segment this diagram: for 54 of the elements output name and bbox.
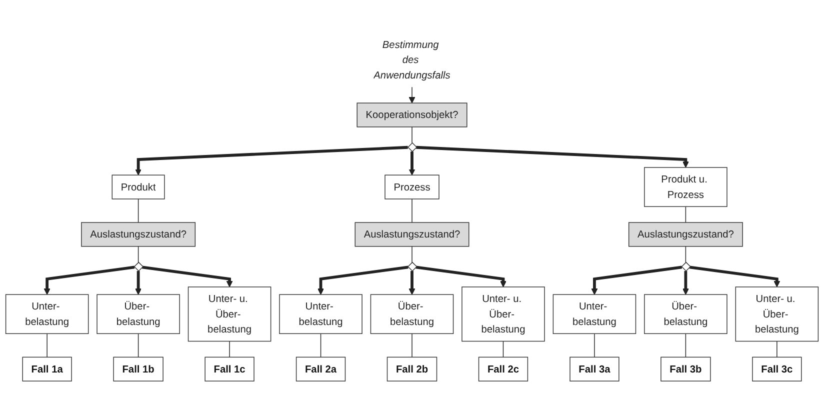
node-box: Fall 1c xyxy=(204,356,254,381)
connector xyxy=(138,198,139,222)
node-box: Fall 3a xyxy=(570,356,620,381)
node-box: Kooperationsobjekt? xyxy=(356,102,468,127)
node-box: Prozess xyxy=(384,174,440,199)
connector xyxy=(685,206,686,222)
node-box: Über- belastung xyxy=(370,294,454,334)
node-box: Unter- u. Über- belastung xyxy=(188,286,272,342)
node-box: Auslastungszustand? xyxy=(81,222,196,246)
arrow xyxy=(416,265,506,287)
connector xyxy=(138,332,139,358)
node-box: Fall 2b xyxy=(386,356,438,381)
connector xyxy=(320,332,322,358)
connector xyxy=(776,340,778,358)
node-box: Über- belastung xyxy=(96,294,180,334)
node-box: Fall 3b xyxy=(660,356,711,381)
node-box: Fall 1a xyxy=(22,356,72,381)
node-box: Fall 2c xyxy=(478,356,528,381)
arrow xyxy=(416,146,689,168)
arrow xyxy=(682,270,689,294)
node-box: Unter- u. Über- belastung xyxy=(735,286,819,342)
arrow xyxy=(135,146,408,175)
arrow xyxy=(142,265,233,287)
node-box: Unter- belastung xyxy=(552,294,636,334)
arrow xyxy=(689,265,780,287)
node-box: Auslastungszustand? xyxy=(354,222,470,246)
connector xyxy=(685,246,686,262)
arrow xyxy=(44,265,135,294)
connector xyxy=(685,332,686,358)
arrow xyxy=(408,270,416,294)
node-box: Fall 2a xyxy=(296,356,346,381)
connector xyxy=(229,340,230,358)
arrow xyxy=(135,270,142,294)
arrow xyxy=(408,86,416,103)
node-diamond xyxy=(408,261,418,272)
node-box: Über- belastung xyxy=(644,294,728,334)
node-box: Unter- belastung xyxy=(279,294,362,334)
connector xyxy=(502,340,504,358)
node-box: Unter- belastung xyxy=(5,294,89,334)
connector xyxy=(138,246,139,262)
arrow xyxy=(318,265,408,294)
arrow xyxy=(408,151,416,175)
connector xyxy=(46,332,48,358)
node-box: Produkt u. Prozess xyxy=(644,166,728,206)
node-diamond xyxy=(408,142,418,152)
node-diamond xyxy=(681,261,691,272)
connector xyxy=(594,332,595,358)
node-diamond xyxy=(134,261,144,272)
node-box: Fall 3c xyxy=(752,356,802,381)
node-box: Auslastungszustand? xyxy=(628,222,743,246)
node-box: Unter- u. Über- belastung xyxy=(462,286,545,342)
arrow xyxy=(591,265,682,294)
node-box: Produkt xyxy=(112,174,165,199)
node-box: Fall 1b xyxy=(113,356,164,381)
